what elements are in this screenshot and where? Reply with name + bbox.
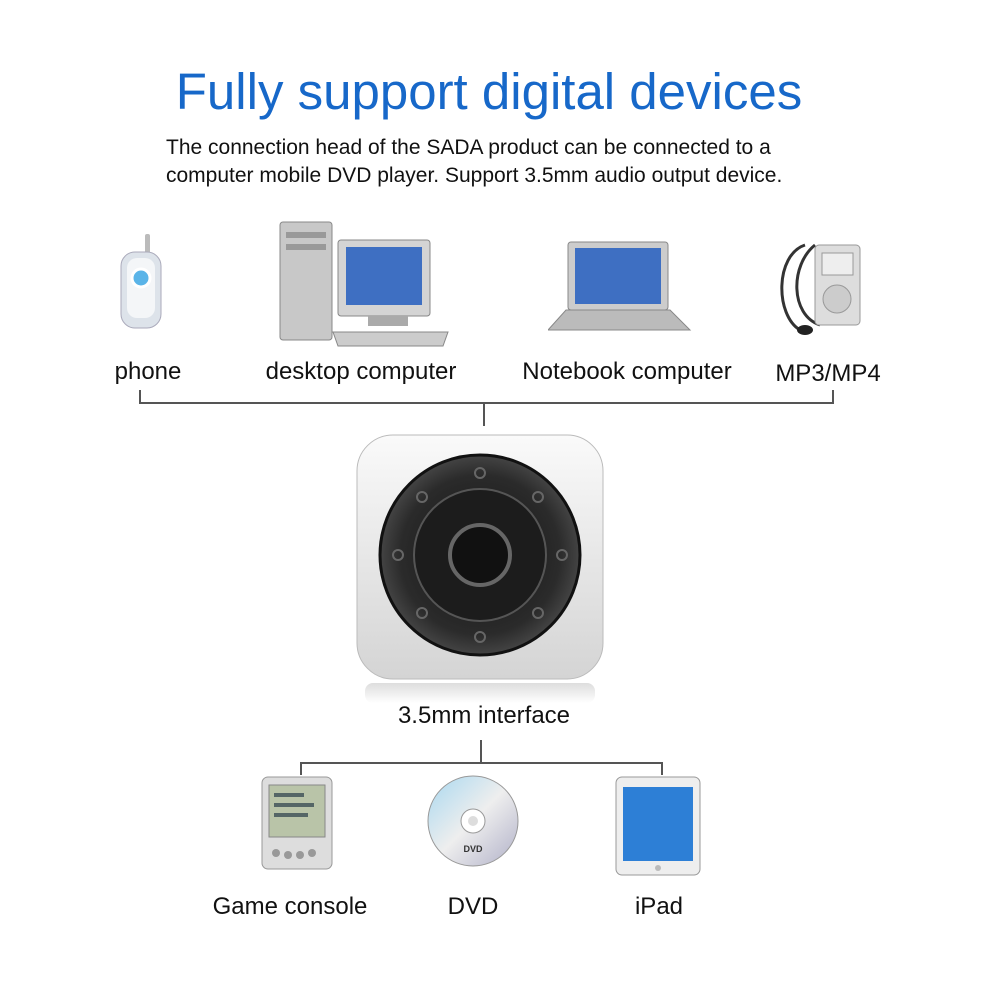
label-desktop-computer: desktop computer — [265, 358, 457, 385]
connector-tick — [300, 762, 302, 775]
page-title: Fully support digital devices — [175, 63, 803, 120]
tablet-icon — [615, 776, 701, 876]
connector-tick — [832, 390, 834, 403]
connector-tick — [661, 762, 663, 775]
phone-icon — [120, 234, 162, 329]
laptop-icon — [548, 241, 692, 331]
label-ipad: iPad — [634, 893, 684, 920]
label-dvd: DVD — [447, 893, 499, 920]
mp3-player-icon — [780, 243, 861, 335]
desktop-computer-icon — [279, 221, 449, 347]
dvd-logo-text: DVD — [463, 844, 483, 854]
connector-line-top — [139, 402, 834, 404]
subtitle-line-2: computer mobile DVD player. Support 3.5m… — [166, 164, 783, 187]
dvd-disc-icon: DVD — [427, 775, 519, 867]
connector-stem — [483, 402, 485, 426]
label-3-5mm-interface: 3.5mm interface — [397, 702, 571, 729]
connector-tick — [139, 390, 141, 403]
connector-stem — [480, 740, 482, 763]
game-console-icon — [261, 776, 333, 870]
label-phone: phone — [114, 358, 182, 385]
label-mp3-mp4: MP3/MP4 — [775, 360, 881, 387]
speaker-icon — [356, 434, 604, 703]
label-game-console: Game console — [212, 893, 368, 920]
label-notebook-computer: Notebook computer — [522, 358, 732, 385]
connector-line-bottom — [300, 762, 663, 764]
subtitle-line-1: The connection head of the SADA product … — [166, 136, 771, 159]
